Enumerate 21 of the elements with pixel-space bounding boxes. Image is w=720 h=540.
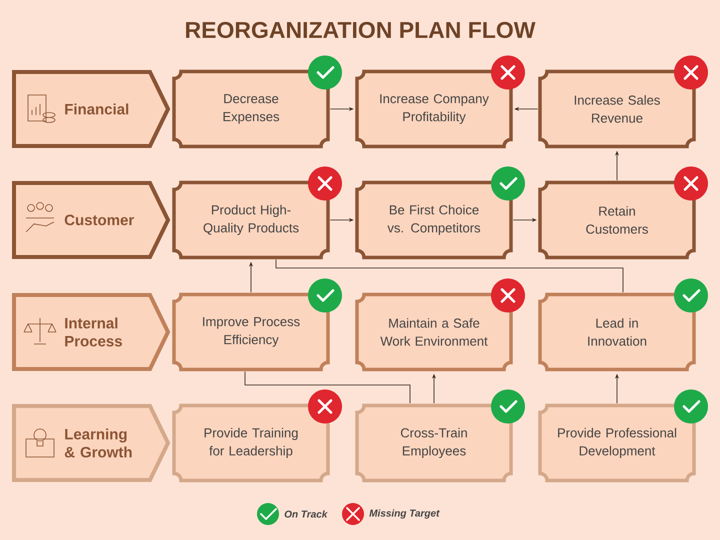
connector (276, 259, 624, 293)
goal-box: Be First Choice vs. Competitors (355, 180, 513, 260)
legend-label: On Track (284, 510, 328, 518)
category-tab: Internal Process (12, 292, 170, 371)
diagram-title: REORGANIZATION PLAN FLOW (186, 22, 536, 38)
goal-box: Lead in Innovation (538, 292, 696, 372)
goal-box: Decrease Expenses (172, 70, 330, 148)
category-tab: Learning & Growth (12, 404, 170, 482)
goal-box: Retain Customers (538, 180, 696, 260)
category-tab: Financial (12, 70, 170, 148)
legend-label: Missing Target (369, 509, 440, 519)
goal-box: Product High-Quality Products (172, 180, 330, 260)
goal-box: Cross-Train Employees (355, 404, 513, 482)
category-tab: Customer (12, 181, 170, 259)
goal-box: Provide Professional Development (538, 404, 696, 482)
goal-box: Increase Sales Revenue (538, 70, 696, 148)
goal-box: Increase Company Profitability (355, 70, 513, 148)
goal-box: Improve Process Efficiency (172, 292, 330, 372)
connector (244, 371, 410, 404)
goal-box: Provide Training for Leadership (172, 404, 330, 482)
goal-box: Maintain a Safe Work Environment (355, 292, 513, 372)
